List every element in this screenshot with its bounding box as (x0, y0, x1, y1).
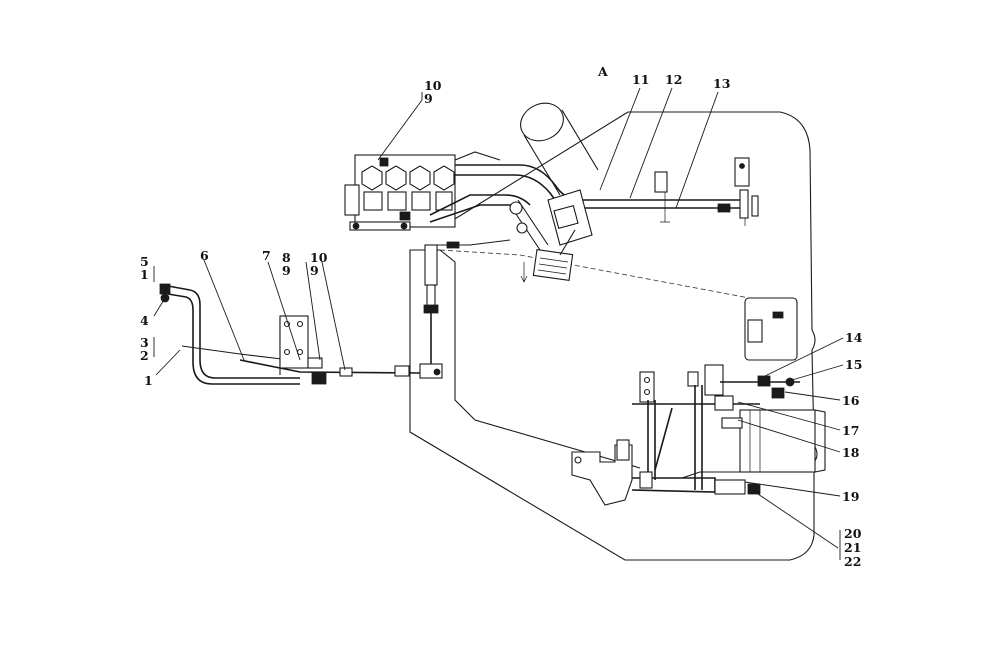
callout-16: 16 (842, 393, 860, 408)
callout-7: 7 (262, 248, 271, 263)
callout-11: 11 (632, 72, 649, 87)
callout-10-top: 10 (424, 78, 442, 93)
callout-21: 21 (844, 540, 861, 555)
tilted-cylinder (520, 102, 599, 196)
callout-19: 19 (842, 489, 859, 504)
valve-block (344, 154, 456, 231)
leader-lines (153, 87, 844, 560)
callout-8: 8 (282, 250, 291, 265)
callout-labels: A 10 9 11 12 13 5 1 6 7 8 9 10 9 4 3 2 1… (140, 64, 863, 569)
callout-18: 18 (842, 445, 860, 460)
callout-9-top: 9 (424, 91, 433, 106)
callout-5: 5 (140, 254, 149, 269)
callout-20: 20 (844, 526, 862, 541)
callout-15: 15 (845, 357, 862, 372)
callout-4: 4 (140, 313, 149, 328)
callout-9-mid: 9 (310, 263, 319, 278)
lower-mechanism (571, 297, 826, 506)
callout-9-left: 9 (282, 263, 291, 278)
callout-12: 12 (665, 72, 682, 87)
callout-13: 13 (713, 76, 730, 91)
callout-6: 6 (200, 248, 209, 263)
callout-3: 3 (140, 335, 149, 350)
callout-17: 17 (842, 423, 859, 438)
callout-22: 22 (844, 554, 861, 569)
callout-1: 1 (144, 373, 153, 388)
callout-2: 2 (140, 348, 149, 363)
left-linkage (159, 283, 443, 385)
pedal-assembly (509, 189, 593, 283)
vertical-linkage (423, 239, 511, 370)
callout-1-upper: 1 (140, 267, 149, 282)
callout-10-left: 10 (310, 250, 328, 265)
callout-14: 14 (845, 330, 863, 345)
view-label: A (597, 64, 608, 79)
